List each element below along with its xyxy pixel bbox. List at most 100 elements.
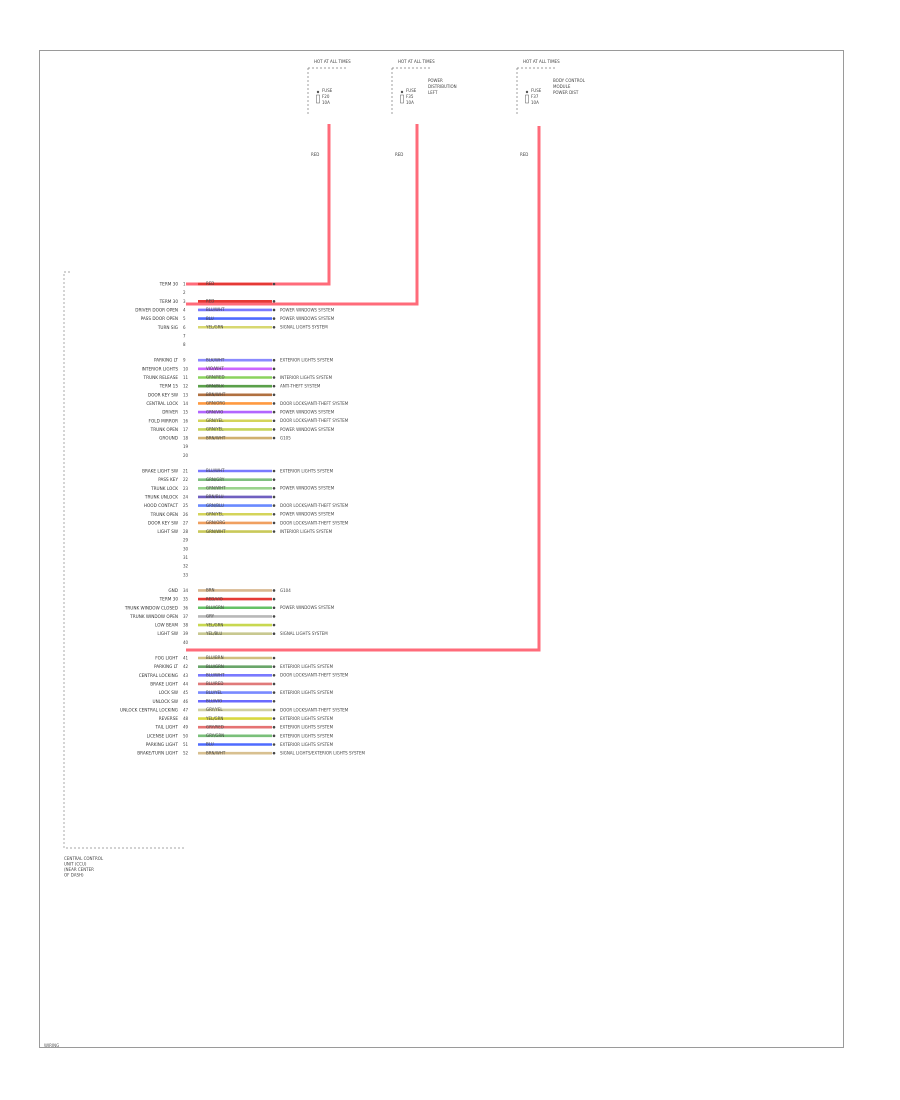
pin-label: LOCK SW [159,690,178,695]
pin-number: 7 [183,333,186,338]
pin-wire-color: BLU/WHT [206,468,225,473]
pin-wire-color: GRN/GRY [206,477,225,482]
pin-connector-dot [272,512,276,516]
pin-destination: DOOR LOCKS/ANTI-THEFT SYSTEM [280,707,349,712]
pin-row: 40 [183,640,189,645]
pin-label: LICENSE LIGHT [147,733,179,738]
pin-number: 9 [183,358,186,363]
pin-row: 29 [183,538,189,543]
fuse-header: HOT AT ALL TIMES [523,59,560,64]
pin-label: TRUNK OPEN [150,512,178,517]
pin-connector-dot [272,530,276,533]
pin-number: 21 [183,469,189,474]
pin-connector-dot [272,597,276,601]
pin-row: 19 [183,444,189,449]
pin-connector-dot [272,495,276,499]
pin-wire-color: BLK/WHT [206,357,225,362]
pin-destination: POWER WINDOWS SYSTEM [280,307,335,312]
fuse-terminal [316,90,320,94]
fuse-label: FUSE [406,88,417,93]
fuse-label: F37 [531,94,539,99]
pin-wire-color: YEL/GRN [205,622,223,627]
pin-label: PASS DOOR OPEN [141,316,178,321]
pin-label: UNLOCK SW [153,699,178,704]
fuse-header: HOT AT ALL TIMES [314,59,351,64]
pin-destination: POWER WINDOWS SYSTEM [280,427,335,432]
pin-connector-dot [272,410,276,414]
pin-number: 29 [183,538,189,543]
fuse-description: POWER [428,78,443,83]
pin-destination: DOOR LOCKS/ANTI-THEFT SYSTEM [280,418,349,423]
pin-label: TURN SIG [157,325,178,330]
pin-number: 27 [183,520,189,525]
fuse-terminal [525,90,529,94]
pin-wire-color: GRN/ORG [206,520,225,525]
pin-number: 47 [183,707,189,712]
pin-connector-dot [272,487,276,490]
pin-wire-color: BLU/BRN [206,655,224,660]
pin-connector-dot [272,478,276,481]
pin-number: 16 [183,418,189,423]
pin-destination: POWER WINDOWS SYSTEM [280,512,335,517]
pin-label: TERM 15 [159,384,179,389]
module-outline [63,271,186,849]
pin-number: 3 [183,299,186,304]
pin-row: 2 [183,290,186,295]
pin-connector-dot [272,300,276,303]
pin-wire-color: GRN/YEL [206,427,224,432]
fuse-description: DISTRIBUTION [428,84,457,89]
pin-connector-dot [272,358,276,362]
pin-number: 44 [183,681,189,686]
pin-connector-dot [272,743,276,746]
pin-connector-dot [272,691,276,694]
pin-label: TRUNK UNLOCK [144,494,178,499]
fuse-label: F35 [406,94,414,99]
pin-connector-dot [272,699,276,703]
pin-wire-color: BLU/GRN [206,605,224,610]
pin-number: 20 [183,453,189,458]
module-caption: UNIT (CCU) [64,862,87,867]
pin-number: 14 [183,401,189,406]
pin-connector-dot [272,632,276,635]
pin-number: 35 [183,597,189,602]
pin-number: 18 [183,436,189,441]
pin-destination: EXTERIOR LIGHTS SYSTEM [280,690,334,695]
pin-connector-dot [272,656,276,660]
pin-destination: SIGNAL LIGHTS/EXTERIOR LIGHTS SYSTEM [280,751,365,756]
pin-wire-color: YEL/GRN [205,324,223,329]
pin-label: FOLD MIRROR [149,418,179,423]
pin-destination: EXTERIOR LIGHTS SYSTEM [280,358,334,363]
pin-label: PARKING LT [154,358,178,363]
pin-label: DRIVER DOOR OPEN [135,307,178,312]
pin-number: 36 [183,605,189,610]
pin-number: 48 [183,716,189,721]
pin-wire-color: GRY/RED [206,724,224,729]
pin-number: 10 [183,366,189,371]
pin-label: CENTRAL LOCK [146,401,178,406]
pin-wire-color: YEL/GRN [205,716,223,721]
pin-label: TRUNK WINDOW CLOSED [124,605,178,610]
diagram-frame [39,50,844,1048]
pin-destination: EXTERIOR LIGHTS SYSTEM [280,725,334,730]
pin-number: 43 [183,673,189,678]
fuse-label: FUSE [531,88,542,93]
pin-label: DOOR KEY SW [148,392,178,397]
pin-destination: SIGNAL LIGHTS SYSTEM [280,631,328,636]
pin-number: 4 [183,307,186,312]
fuse-header: HOT AT ALL TIMES [398,59,435,64]
pin-row: 31 [183,555,189,560]
pin-connector-dot [272,708,276,712]
